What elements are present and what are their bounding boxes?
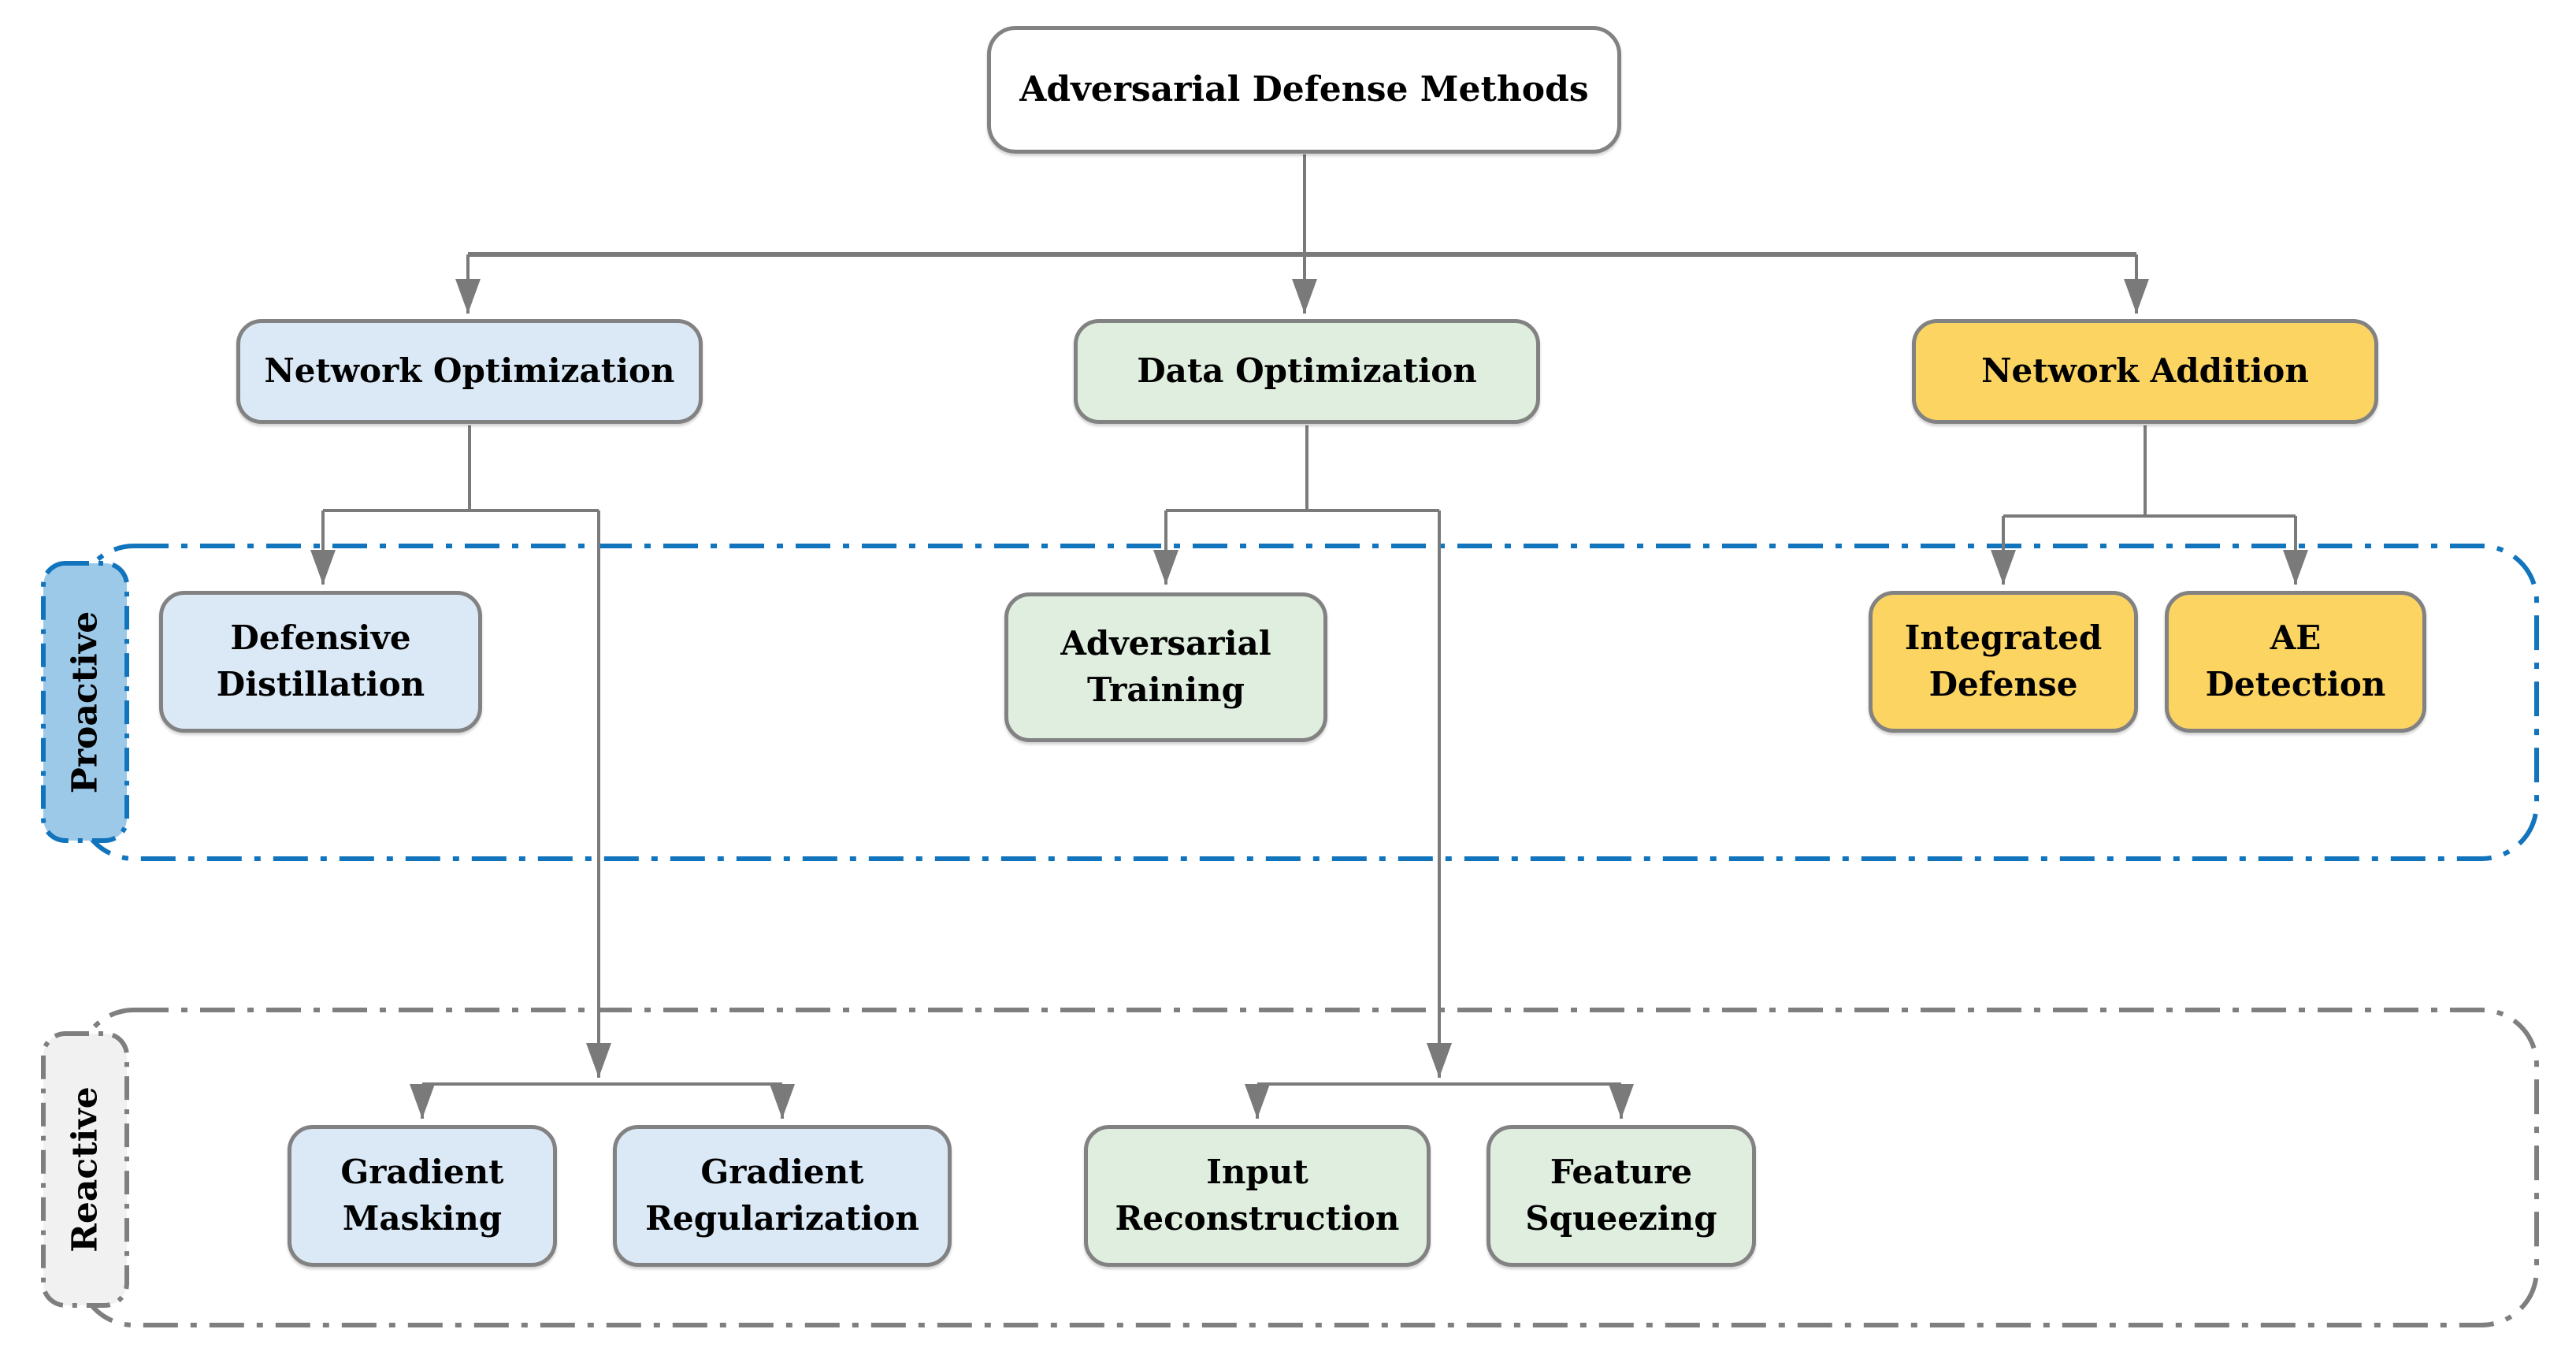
node-adversarial-defense-methods: Adversarial Defense Methods <box>987 26 1621 154</box>
node-label: Feature Squeezing <box>1525 1153 1717 1238</box>
connector-lines <box>310 154 2308 1119</box>
node-gradient-masking: Gradient Masking <box>288 1125 557 1267</box>
node-label: AE Detection <box>2205 618 2386 704</box>
node-ae-detection: AE Detection <box>2165 591 2426 733</box>
proactive-band-label: Proactive <box>65 611 106 793</box>
node-label: Gradient Masking <box>340 1153 504 1238</box>
node-input-reconstruction: Input Reconstruction <box>1084 1125 1431 1267</box>
node-label: Defensive Distillation <box>216 618 425 704</box>
node-label: Adversarial Defense Methods <box>1019 69 1589 110</box>
node-defensive-distillation: Defensive Distillation <box>159 591 482 733</box>
reactive-band-label: Reactive <box>65 1086 106 1253</box>
node-label: Gradient Regularization <box>645 1153 919 1238</box>
reactive-label-box <box>41 1031 129 1308</box>
node-label: Data Optimization <box>1137 351 1477 391</box>
node-gradient-regularization: Gradient Regularization <box>613 1125 952 1267</box>
node-label: Input Reconstruction <box>1115 1153 1400 1238</box>
node-label: Network Addition <box>1981 351 2309 391</box>
node-adversarial-training: Adversarial Training <box>1004 592 1327 742</box>
node-feature-squeezing: Feature Squeezing <box>1487 1125 1756 1267</box>
node-network-addition: Network Addition <box>1912 319 2378 424</box>
node-label: Adversarial Training <box>1060 624 1271 709</box>
node-integrated-defense: Integrated Defense <box>1869 591 2138 733</box>
node-label: Network Optimization <box>264 351 675 391</box>
node-data-optimization: Data Optimization <box>1074 319 1540 424</box>
proactive-label-box <box>41 561 129 843</box>
node-network-optimization: Network Optimization <box>236 319 703 424</box>
node-label: Integrated Defense <box>1904 618 2103 704</box>
